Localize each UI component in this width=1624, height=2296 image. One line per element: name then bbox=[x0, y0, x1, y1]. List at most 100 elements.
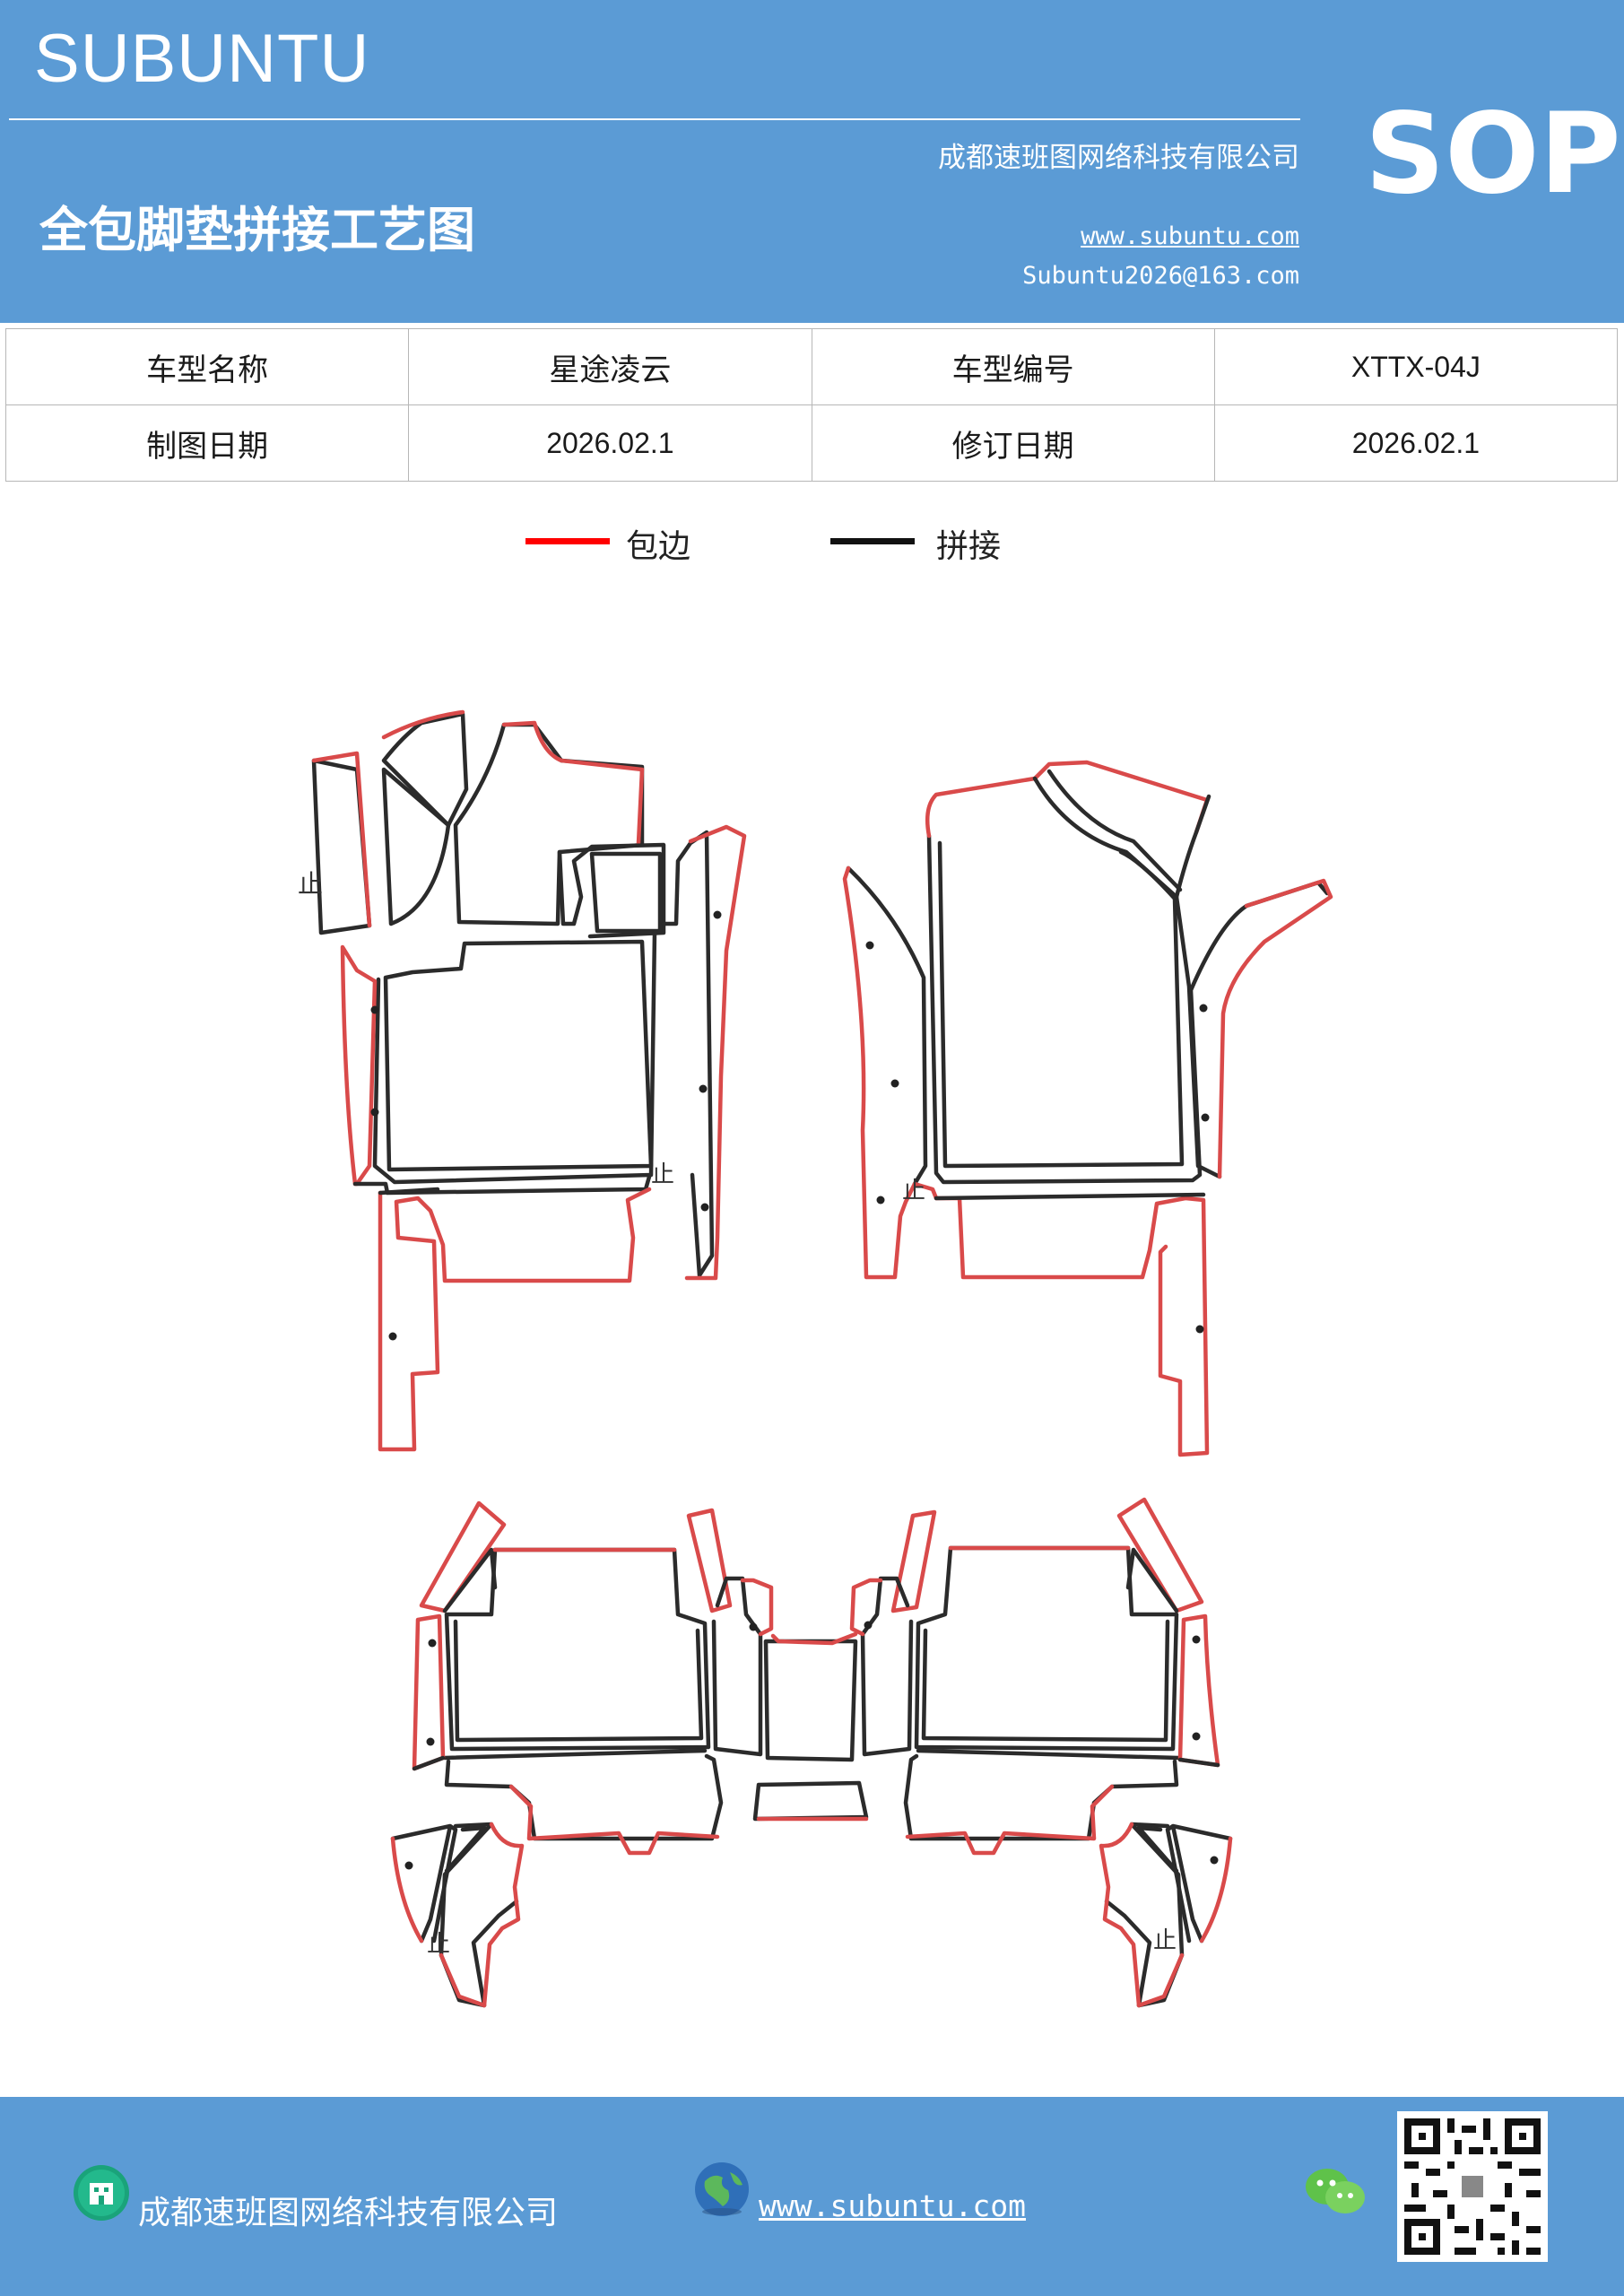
edge-line bbox=[684, 824, 747, 1281]
fixing-dot bbox=[890, 1079, 899, 1088]
stop-marker: 止 bbox=[298, 869, 323, 899]
fixing-dot bbox=[864, 1621, 873, 1630]
seam-line bbox=[1046, 769, 1183, 892]
stop-marker: 止 bbox=[651, 1161, 674, 1188]
fixing-dot bbox=[749, 1622, 758, 1631]
fixing-dot bbox=[713, 910, 722, 919]
seam-line bbox=[1177, 1757, 1220, 1768]
fixing-dot bbox=[876, 1196, 885, 1205]
edge-line bbox=[686, 1508, 733, 1613]
fixing-dot bbox=[1199, 1004, 1208, 1013]
edge-line bbox=[1099, 1822, 1142, 2008]
seam-line bbox=[381, 767, 451, 926]
seam-line bbox=[412, 1755, 446, 1771]
edge-line bbox=[1199, 1836, 1233, 1944]
seam-line bbox=[453, 722, 645, 926]
seam-line bbox=[383, 939, 654, 1172]
edge-line bbox=[482, 1822, 525, 2008]
seam-line bbox=[860, 1576, 914, 1757]
fixing-dot bbox=[370, 1005, 379, 1014]
seam-line bbox=[711, 1576, 763, 1757]
edge-line bbox=[1116, 1497, 1204, 1613]
seam-line bbox=[846, 865, 928, 1187]
front-right-mat: 止 bbox=[842, 760, 1333, 1457]
fixing-dot bbox=[1210, 1856, 1219, 1865]
website-link[interactable]: www.subuntu.com bbox=[1081, 222, 1299, 250]
fixing-dot bbox=[1192, 1732, 1201, 1741]
company-name: 成都速班图网络科技有限公司 bbox=[938, 142, 1299, 174]
footer-website-link[interactable]: www.subuntu.com bbox=[759, 2188, 1027, 2223]
wechat-icon bbox=[1306, 2169, 1365, 2213]
seam-line bbox=[439, 1822, 519, 2008]
globe-icon bbox=[695, 2162, 749, 2216]
edge-line bbox=[849, 1578, 883, 1637]
seam-line bbox=[916, 1748, 1181, 1761]
legend-edge-label: 包边 bbox=[626, 528, 691, 565]
header-divider bbox=[9, 118, 1300, 120]
edge-line bbox=[740, 1578, 774, 1637]
edge-line bbox=[1217, 878, 1333, 1179]
fixing-dot bbox=[1195, 1325, 1204, 1334]
rear-left-mat: 止 bbox=[390, 1500, 869, 2008]
email-address: Subuntu2026@163.com bbox=[1022, 262, 1299, 290]
edge-line bbox=[419, 1500, 507, 1613]
seam-line bbox=[589, 851, 663, 934]
qr-code bbox=[1397, 2111, 1548, 2262]
seam-line bbox=[557, 842, 666, 939]
edge-line bbox=[905, 1784, 1115, 1856]
label-vehicle-code: 车型编号 bbox=[811, 328, 1215, 405]
fixing-dot bbox=[700, 1203, 709, 1212]
legend: 包边 拼接 bbox=[0, 520, 1624, 565]
value-vehicle-name: 星途凌云 bbox=[408, 328, 812, 405]
value-revise-date: 2026.02.1 bbox=[1213, 404, 1619, 482]
label-vehicle-name: 车型名称 bbox=[4, 328, 410, 405]
seam-line bbox=[926, 833, 1330, 1185]
brand-name: SUBUNTU bbox=[34, 21, 370, 97]
seam-line bbox=[921, 1619, 1170, 1743]
table-row: 车型名称 星途凌云 车型编号 XTTX-04J bbox=[4, 328, 1619, 405]
legend-edge-swatch bbox=[525, 538, 610, 544]
stop-marker: 止 bbox=[902, 1178, 925, 1205]
edge-line bbox=[842, 865, 1210, 1457]
seam-line bbox=[914, 1545, 1179, 1752]
edge-line bbox=[508, 1784, 720, 1856]
edge-line bbox=[412, 1613, 446, 1771]
seam-line bbox=[763, 1639, 858, 1762]
seam-line bbox=[453, 1619, 704, 1743]
header: SUBUNTU 全包脚垫拼接工艺图 成都速班图网络科技有限公司 www.subu… bbox=[0, 0, 1624, 323]
front-left-mat: 止 止 bbox=[298, 709, 747, 1452]
value-draw-date: 2026.02.1 bbox=[408, 404, 812, 482]
table-row: 制图日期 2026.02.1 修订日期 2026.02.1 bbox=[4, 404, 1619, 482]
seam-line bbox=[937, 840, 1185, 1169]
edge-line bbox=[925, 760, 1210, 839]
fixing-dot bbox=[865, 941, 874, 950]
seam-line bbox=[934, 1192, 1206, 1201]
edge-line bbox=[501, 720, 645, 846]
fixing-dot bbox=[388, 1332, 397, 1341]
vehicle-info-table: 车型名称 星途凌云 车型编号 XTTX-04J 制图日期 2026.02.1 修… bbox=[4, 328, 1619, 482]
seam-line bbox=[378, 1187, 440, 1196]
label-revise-date: 修订日期 bbox=[811, 404, 1215, 482]
rear-right-mat: 止 bbox=[849, 1497, 1233, 2008]
seam-line bbox=[442, 1748, 708, 1761]
edge-line bbox=[770, 1631, 858, 1646]
edge-line bbox=[439, 1952, 487, 2008]
stop-marker: 止 bbox=[1153, 1927, 1177, 1954]
seam-line bbox=[1125, 1547, 1179, 1613]
edge-line bbox=[1136, 1952, 1185, 2008]
seam-line bbox=[1136, 1825, 1179, 1874]
building-icon bbox=[74, 2165, 129, 2221]
seam-line bbox=[444, 1825, 487, 1874]
fixing-dot bbox=[404, 1861, 413, 1870]
edge-line bbox=[311, 751, 372, 928]
legend-seam-swatch bbox=[830, 538, 915, 544]
fixing-dot bbox=[699, 1084, 708, 1093]
label-draw-date: 制图日期 bbox=[4, 404, 410, 482]
seam-line bbox=[444, 1547, 711, 1752]
stop-marker: 止 bbox=[427, 1931, 450, 1958]
edge-line bbox=[378, 1187, 652, 1452]
fixing-dot bbox=[370, 1108, 379, 1117]
seam-line bbox=[381, 711, 469, 828]
edge-line bbox=[890, 1509, 937, 1613]
